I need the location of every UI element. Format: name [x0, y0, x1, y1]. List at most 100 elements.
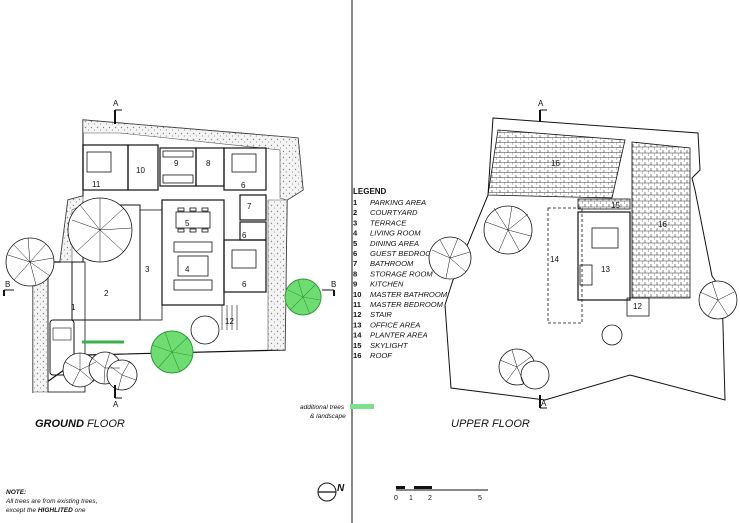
scale-label: 1	[409, 495, 413, 502]
legend-number: 11	[353, 300, 362, 309]
room-number: 5	[185, 219, 190, 228]
legend-label: MASTER BATHROOM	[370, 290, 448, 299]
legend-number: 3	[353, 218, 357, 227]
car-icon	[49, 319, 75, 376]
section-marker-b-left: B	[3, 280, 14, 296]
scale-label: 5	[478, 495, 482, 502]
legend-label: ROOF	[370, 351, 392, 360]
section-marker-b-right: B	[322, 280, 336, 296]
room-number: 8	[206, 159, 211, 168]
room-number: 10	[136, 166, 145, 175]
legend-label: TERRACE	[370, 218, 407, 227]
legend-label: STAIR	[370, 310, 392, 319]
room-master-bathroom	[127, 144, 159, 191]
room-number: 14	[550, 255, 559, 264]
legend-number: 13	[353, 320, 361, 329]
room-number: 7	[247, 202, 252, 211]
north-arrow-icon: N	[317, 482, 345, 502]
room-living-dining	[161, 199, 225, 306]
north-label: N	[337, 483, 345, 494]
legend-number: 4	[353, 229, 358, 238]
legend-number: 8	[353, 269, 357, 278]
office-desk	[591, 227, 619, 249]
legend-label: STORAGE ROOM	[370, 269, 433, 278]
legend-label: OFFICE AREA	[370, 320, 420, 329]
highlighted-trees	[150, 278, 322, 374]
section-marker-a-top: A	[113, 99, 122, 124]
upper-stair	[626, 297, 650, 317]
legend-number: 7	[353, 259, 357, 268]
room-number: 6	[242, 280, 247, 289]
legend-number: 16	[353, 351, 361, 360]
legend-label: PLANTER AREA	[370, 331, 428, 340]
planter-area	[547, 207, 583, 324]
trees-note-line2: & landscape	[310, 413, 346, 420]
room-number: 16	[658, 220, 667, 229]
beds	[86, 151, 257, 269]
legend-number: 15	[353, 341, 362, 350]
room-number: 13	[601, 265, 610, 274]
legend-number: 5	[353, 239, 358, 248]
section-label: B	[5, 280, 10, 289]
room-number: 11	[92, 180, 101, 189]
room-number: 15	[611, 201, 620, 210]
trees-note-line1: additional trees	[300, 404, 345, 411]
section-marker-a-bottom: A	[113, 385, 122, 409]
upper-floor-plan: A A 13 14 15 16 16 12 UPPER FLOOR	[428, 99, 738, 430]
legend-label: BATHROOM	[370, 259, 414, 268]
room-number: 1	[71, 303, 76, 312]
note-line2: except the HIGHLITED one	[6, 507, 86, 514]
roof-left	[487, 129, 626, 199]
legend-label: GUEST BEDROOM	[370, 249, 438, 258]
gravel-border-top	[82, 119, 304, 201]
legend-label: LIVING ROOM	[370, 229, 421, 238]
legend-number: 2	[353, 208, 357, 217]
section-label: A	[538, 99, 544, 108]
upper-existing-trees	[428, 205, 738, 390]
legend-label: COURTYARD	[370, 208, 418, 217]
trees-note: additional trees & landscape	[300, 404, 374, 420]
legend: LEGEND 1 PARKING AREA 2 COURTYARD 3 TERRACE 4 L…	[353, 187, 448, 360]
section-label: A	[113, 400, 119, 409]
legend-number: 1	[353, 198, 358, 207]
ground-floor-plan: A A B B 1 2 3 4 5 6 6 6 7 8	[3, 99, 336, 430]
legend-label: PARKING AREA	[370, 198, 426, 207]
highlight-swatch	[350, 404, 374, 409]
scale-label: 0	[394, 495, 398, 502]
note-title: NOTE:	[6, 489, 26, 496]
room-number: 4	[185, 265, 190, 274]
legend-label: SKYLIGHT	[370, 341, 409, 350]
kitchen-counter	[162, 150, 194, 184]
legend-title: LEGEND	[353, 187, 387, 196]
room-guest-bedroom-top	[223, 147, 267, 191]
legend-number: 14	[353, 331, 362, 340]
ground-room-numbers: 1 2 3 4 5 6 6 6 7 8 9 10 11 12	[71, 159, 252, 326]
room-number: 2	[104, 289, 109, 298]
roof-right	[631, 141, 691, 299]
living-sofas	[173, 241, 213, 291]
room-number: 6	[242, 231, 247, 240]
skylight	[577, 198, 631, 210]
gravel-border-right	[267, 199, 288, 351]
scale-bar: 0 1 2 5	[394, 486, 488, 502]
office-cabinet	[579, 264, 593, 286]
section-label: B	[331, 280, 336, 289]
room-number: 9	[174, 159, 179, 168]
legend-number: 6	[353, 249, 357, 258]
legend-label: MASTER BEDROOM	[370, 300, 444, 309]
parking-area	[47, 261, 86, 393]
legend-label: DINING AREA	[370, 239, 419, 248]
upper-room-numbers: 13 14 15 16 16 12	[550, 159, 667, 311]
legend-number: 12	[353, 310, 361, 319]
room-bathroom	[239, 194, 267, 221]
upper-floor-title: UPPER FLOOR	[451, 418, 530, 430]
office-area	[577, 211, 631, 301]
legend-number: 10	[353, 290, 361, 299]
section-label: A	[541, 399, 547, 408]
ground-floor-title: GROUND FLOOR	[35, 418, 125, 430]
room-number: 6	[241, 181, 246, 190]
upper-site-outline	[444, 117, 726, 401]
legend-number: 9	[353, 280, 357, 289]
upper-section-marker-a-top: A	[538, 99, 547, 122]
room-number: 12	[633, 302, 642, 311]
